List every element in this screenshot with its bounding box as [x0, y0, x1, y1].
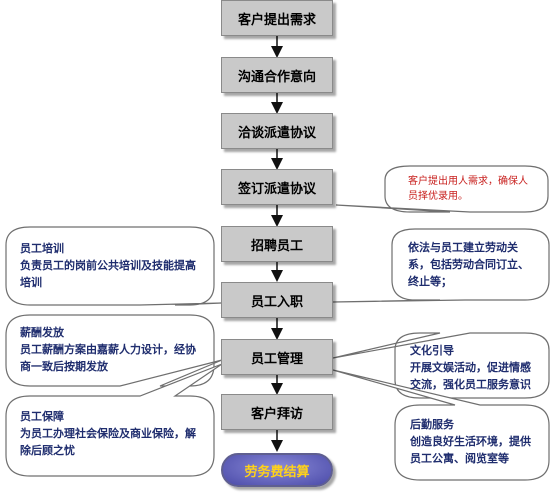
step-communicate-intent: 沟通合作意向: [221, 57, 333, 93]
step-onboarding: 员工入职: [221, 282, 333, 318]
note-request: 客户提出用人需求，确保人员择优录用。: [398, 168, 544, 210]
note-training-body: 负责员工的岗前公共培训及技能提高培训: [20, 259, 196, 289]
callout-salary: [5, 314, 223, 387]
step-negotiate-agreement: 洽谈派遣协议: [221, 113, 333, 149]
note-contract: 依法与员工建立劳动关系，包括劳动合同订立、终止等；: [398, 233, 546, 296]
callout-training: [5, 226, 223, 306]
callout-culture: [332, 332, 550, 399]
step-sign-agreement: 签订派遣协议: [221, 169, 333, 205]
note-service-title: 后勤服务: [410, 418, 454, 431]
callout-request: [335, 165, 549, 213]
step-customer-request: 客户提出需求: [221, 0, 333, 36]
note-service-body: 创造良好生活环境，提供员工公寓、阅览室等: [410, 435, 531, 465]
step-customer-visit: 客户拜访: [221, 394, 333, 430]
note-salary-body: 员工薪酬方案由嘉薪人力设计，经协商一致后按期发放: [20, 343, 196, 373]
callout-service: [332, 369, 550, 481]
note-service: 后勤服务 创造良好生活环境，提供员工公寓、阅览室等: [400, 410, 548, 473]
note-culture: 文化引导 开展文娱活动，促进情感交流，强化员工服务意识: [400, 336, 548, 399]
step-management: 员工管理: [221, 339, 333, 375]
note-insurance: 员工保障 为员工办理社会保险及商业保险，解除后顾之忧: [10, 402, 210, 465]
note-contract-body: 依法与员工建立劳动关系，包括劳动合同订立、终止等；: [408, 241, 529, 288]
callout-contract: [332, 228, 550, 303]
note-culture-body: 开展文娱活动，促进情感交流，强化员工服务意识: [410, 361, 531, 391]
note-insurance-title: 员工保障: [20, 410, 64, 423]
note-request-body: 客户提出用人需求，确保人员择优录用。: [408, 176, 528, 202]
note-salary: 薪酬发放 员工薪酬方案由嘉薪人力设计，经协商一致后按期发放: [10, 318, 210, 381]
note-insurance-body: 为员工办理社会保险及商业保险，解除后顾之忧: [20, 427, 196, 457]
note-salary-title: 薪酬发放: [20, 326, 64, 339]
step-recruit: 招聘员工: [221, 226, 333, 262]
end-settlement: 劳务费结算: [221, 453, 333, 487]
note-culture-title: 文化引导: [410, 344, 454, 357]
note-training-title: 员工培训: [20, 242, 64, 255]
note-training: 员工培训 负责员工的岗前公共培训及技能提高培训: [10, 234, 210, 297]
callout-insurance: [5, 363, 223, 477]
